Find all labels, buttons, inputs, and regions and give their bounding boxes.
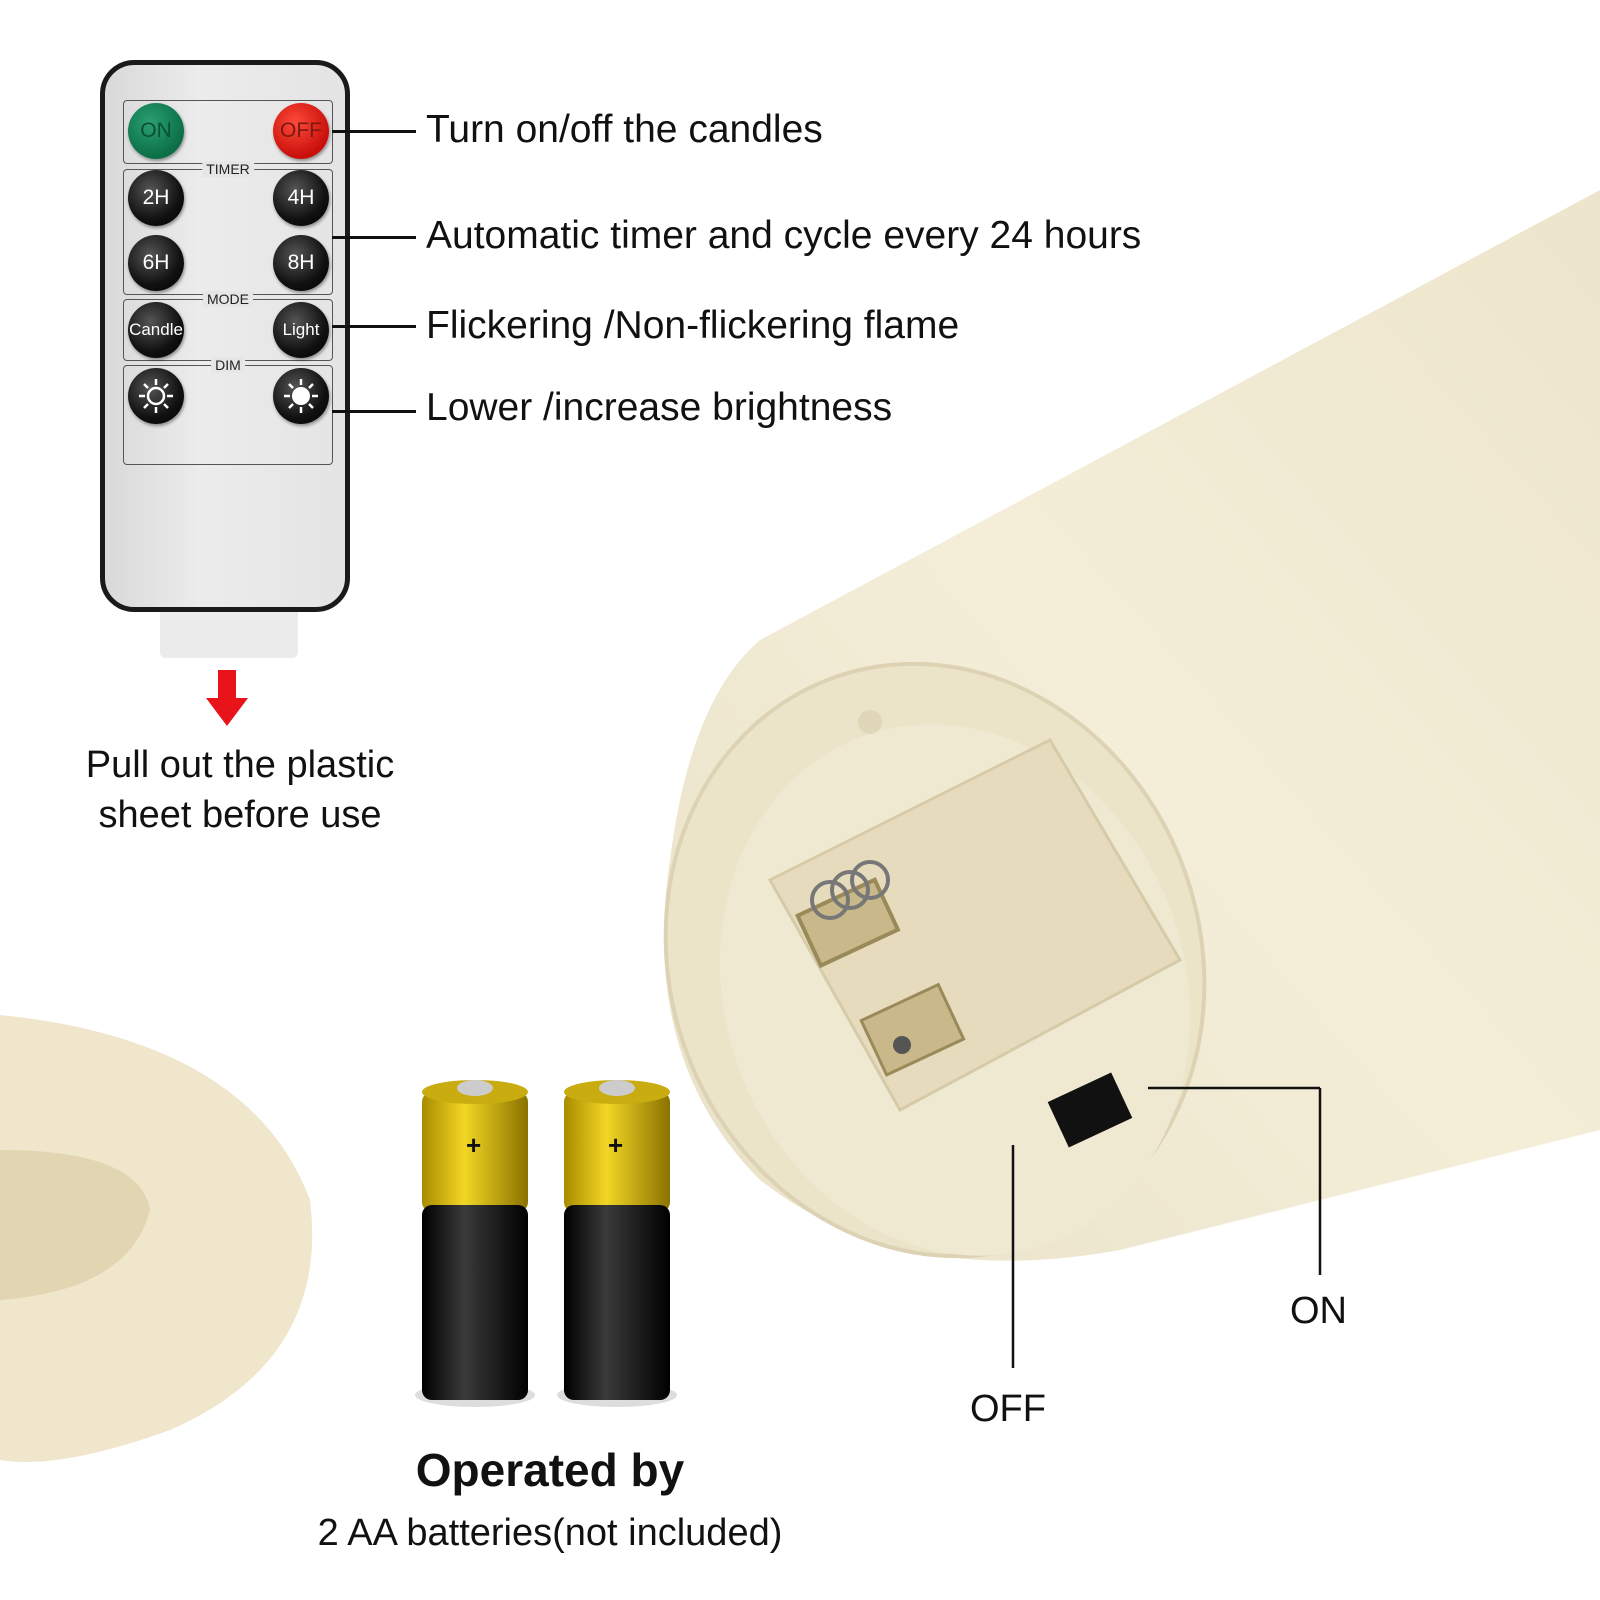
power-switch [1047, 1072, 1133, 1148]
timer-label: TIMER [202, 161, 254, 177]
dim-panel: DIM [123, 357, 333, 465]
sun-filled-icon [284, 379, 318, 413]
pull-note-line: Pull out the plastic [85, 744, 395, 786]
battery-subtitle: 2 AA batteries(not included) [317, 1512, 783, 1554]
callout-line [332, 410, 416, 413]
timer-panel: TIMER 2H 4H 6H 8H [123, 161, 333, 295]
dim-label: DIM [211, 357, 245, 373]
timer-6h-button[interactable]: 6H [128, 235, 184, 291]
switch-on-label: ON [1290, 1290, 1347, 1332]
switch-off-label: OFF [970, 1388, 1046, 1430]
callout-dim: Lower /increase brightness [426, 386, 893, 429]
off-button[interactable]: OFF [273, 103, 329, 159]
candle-mode-button[interactable]: Candle [128, 302, 184, 358]
aa-battery [557, 1080, 677, 1407]
remote-control: ON OFF TIMER 2H 4H 6H 8H MODE Candle Lig… [100, 60, 350, 612]
candle-lid [0, 1015, 313, 1462]
timer-4h-button[interactable]: 4H [273, 170, 329, 226]
down-arrow-icon [206, 670, 248, 726]
dim-down-button[interactable] [128, 368, 184, 424]
pull-note-line: sheet before use [98, 794, 382, 836]
spring-contact-icon [794, 860, 901, 969]
mode-panel: MODE Candle Light [123, 291, 333, 361]
plastic-pull-tab[interactable] [160, 612, 298, 658]
callout-line [332, 130, 416, 133]
callout-power: Turn on/off the candles [426, 108, 823, 151]
light-mode-button[interactable]: Light [273, 302, 329, 358]
timer-2h-button[interactable]: 2H [128, 170, 184, 226]
battery-plus-label: + [608, 1130, 624, 1160]
flat-contact-icon [859, 982, 966, 1077]
aa-battery [415, 1080, 535, 1407]
sun-outline-icon [139, 379, 173, 413]
timer-8h-button[interactable]: 8H [273, 235, 329, 291]
power-panel: ON OFF [123, 100, 333, 164]
callout-line [332, 325, 416, 328]
dim-up-button[interactable] [273, 368, 329, 424]
callout-mode: Flickering /Non-flickering flame [426, 304, 960, 347]
callout-timer: Automatic timer and cycle every 24 hours [426, 214, 1142, 257]
callout-line [332, 236, 416, 239]
on-button[interactable]: ON [128, 103, 184, 159]
battery-title: Operated by [415, 1444, 685, 1496]
battery-plus-label: + [466, 1130, 482, 1160]
mode-label: MODE [203, 291, 253, 307]
pull-note: Pull out the plastic sheet before use [40, 740, 440, 840]
